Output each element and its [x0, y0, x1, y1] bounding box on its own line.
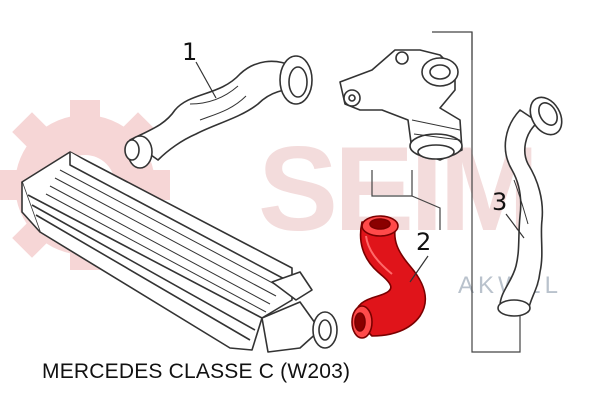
watermark-brand: SEIM: [258, 122, 539, 256]
callout-2: 2: [416, 228, 432, 256]
vehicle-caption: MERCEDES CLASSE C (W203): [42, 360, 351, 383]
callout-3: 3: [492, 188, 508, 216]
intercooler: [21, 151, 338, 353]
frame-lines: [371, 31, 521, 353]
hose-3: [497, 96, 563, 317]
hose-2-highlighted: [351, 215, 427, 339]
callout-leaders: [195, 61, 525, 283]
hose-1: [124, 55, 313, 169]
callout-1: 1: [182, 38, 198, 66]
throttle-body: [339, 49, 463, 161]
